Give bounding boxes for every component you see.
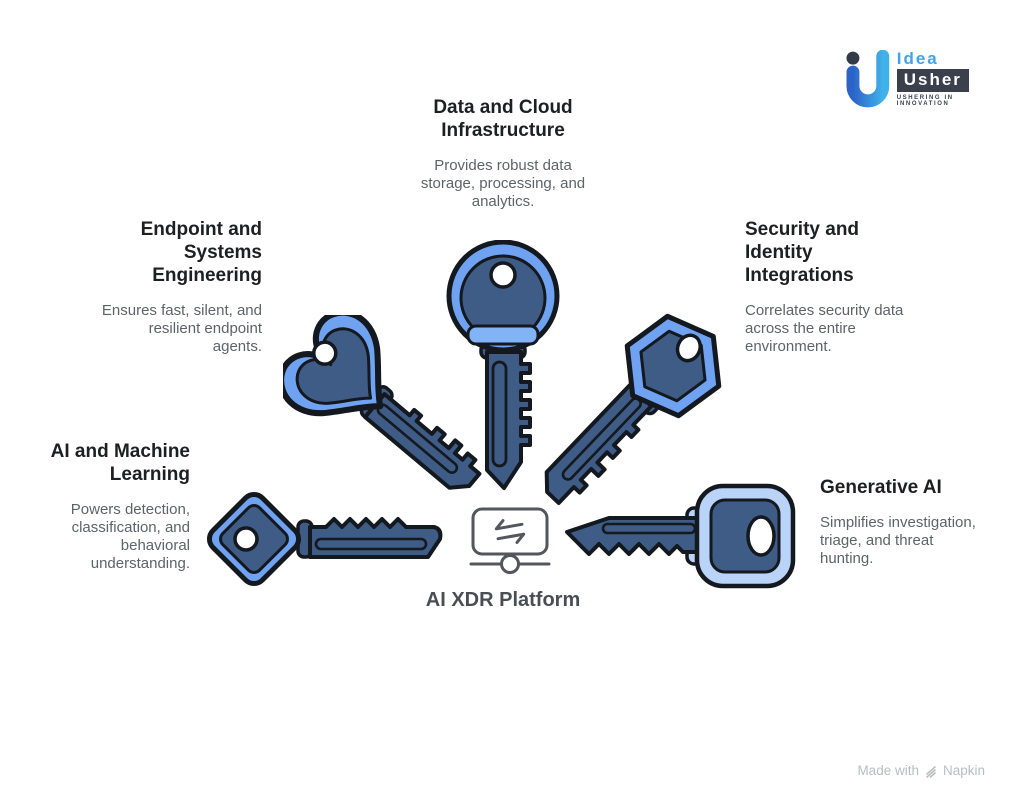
display-frame: [471, 507, 549, 556]
idea-usher-mark-icon: [846, 50, 890, 108]
hexagon-head-key-icon: [463, 306, 743, 566]
item-description: Provides robust data storage, processing…: [420, 157, 586, 210]
item-title: Endpoint and Systems Engineering: [140, 219, 262, 286]
item-title: Security and Identity Integrations: [745, 219, 860, 286]
key-shaft: [567, 518, 697, 554]
swap-arrows-glyph: [494, 519, 526, 544]
item-description: Powers detection, classification, and be…: [70, 501, 190, 572]
square-head-key-icon: [545, 474, 805, 604]
item-data-cloud-infrastructure: Data and Cloud Infrastructure Provides r…: [383, 96, 623, 211]
key-shaft: [487, 352, 530, 488]
item-ai-machine-learning: AI and Machine Learning Powers detection…: [0, 440, 190, 573]
item-title: Generative AI: [820, 477, 942, 498]
item-description: Correlates security data across the enti…: [745, 302, 904, 355]
keyhole: [748, 517, 774, 555]
round-head-key-icon: [437, 240, 569, 498]
key-shaft: [537, 385, 658, 510]
item-security-identity-integrations: Security and Identity Integrations Corre…: [745, 218, 965, 356]
center-platform-title: AI XDR Platform: [425, 589, 581, 611]
keyhole: [309, 338, 340, 369]
item-title: Data and Cloud Infrastructure: [433, 97, 573, 141]
item-endpoint-systems-engineering: Endpoint and Systems Engineering Ensures…: [42, 218, 262, 356]
napkin-logo-icon: [926, 765, 936, 778]
item-description: Simplifies investigation, triage, and th…: [820, 514, 976, 567]
made-with-napkin-link[interactable]: Made with Napkin: [857, 763, 985, 778]
watermark-brand: Napkin: [942, 763, 985, 778]
logo-tagline: USHERING IN INNOVATION: [896, 95, 954, 107]
key-shaft: [365, 386, 486, 496]
key-groove: [316, 539, 426, 549]
item-generative-ai: Generative AI Simplifies investigation, …: [820, 476, 1005, 568]
logo-idea-text: Idea: [896, 49, 939, 68]
slider-knob: [500, 554, 520, 574]
key-head-band: [468, 326, 538, 344]
swap-arrows-display-icon: [469, 507, 551, 574]
logo-usher-text: Usher: [896, 69, 969, 92]
clover-head-key-icon: [283, 315, 543, 525]
watermark-prefix: Made with: [857, 763, 919, 778]
keyhole: [674, 332, 705, 365]
keyhole: [491, 263, 515, 287]
idea-usher-logo: Idea Usher USHERING IN INNOVATION: [845, 50, 1009, 108]
item-description: Ensures fast, silent, and resilient endp…: [101, 302, 262, 355]
key-groove: [493, 362, 506, 466]
keyhole: [235, 528, 257, 550]
diamond-head-key-icon: [198, 477, 458, 607]
item-title: AI and Machine Learning: [50, 441, 190, 485]
